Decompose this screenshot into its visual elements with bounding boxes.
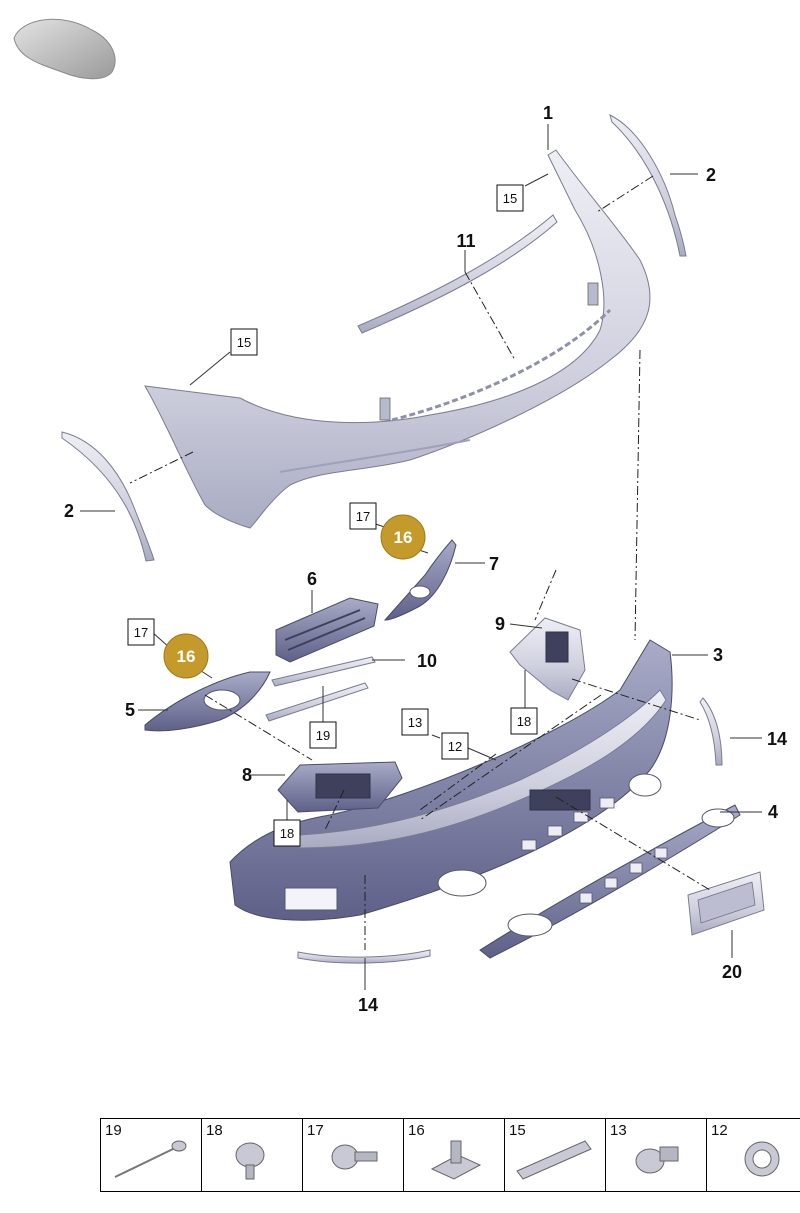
strip-19-part: [265, 682, 369, 722]
callout-2-right: 2: [706, 165, 716, 185]
legend-number: 19: [105, 1122, 122, 1139]
callout-20: 20: [722, 962, 742, 982]
lower-center-bracket-part: [277, 761, 403, 813]
upper-trim-strip-part: [357, 214, 558, 334]
legend-cell-15[interactable]: 15: [504, 1118, 606, 1192]
fastener-legend-table: 19 18 17 16: [100, 1118, 800, 1192]
callout-11: 11: [456, 231, 475, 251]
legend-number: 17: [307, 1122, 324, 1139]
callout-8: 8: [242, 765, 252, 785]
grille-bracket-left-part: [144, 671, 271, 732]
badge-16-lower: 16: [163, 633, 209, 679]
boxed-label-17-lower: 17: [127, 618, 155, 646]
svg-text:17: 17: [134, 625, 148, 640]
callout-14-right: 14: [767, 729, 787, 749]
boxed-label-12: 12: [441, 732, 469, 760]
lower-bumper-carrier-part: [229, 639, 673, 921]
callout-5: 5: [125, 700, 135, 720]
boxed-label-15-top: 15: [496, 184, 524, 212]
grille-bracket-right-part: [383, 539, 457, 621]
boxed-label-18-right: 18: [510, 707, 538, 735]
callout-10: 10: [417, 651, 437, 671]
callout-9: 9: [495, 614, 505, 634]
lower-trim-strip-part: [297, 949, 431, 964]
legend-number: 15: [509, 1122, 526, 1139]
boxed-label-17-upper: 17: [349, 502, 377, 530]
callout-2-left: 2: [64, 501, 74, 521]
trim-strip-10-part: [271, 656, 376, 687]
bumper-cover-part: [144, 149, 651, 529]
ring-icon: [744, 1141, 780, 1177]
air-duct-part: [275, 597, 379, 663]
badge-16-upper: 16: [380, 514, 426, 560]
callout-7: 7: [489, 554, 499, 574]
assembly-reference-lines: [129, 175, 711, 950]
legend-cell-18[interactable]: 18: [201, 1118, 303, 1192]
plastic-rivet-icon: [331, 1144, 378, 1170]
callout-3: 3: [713, 645, 723, 665]
side-trim-right-part: [699, 697, 723, 766]
legend-cell-16[interactable]: 16: [403, 1118, 505, 1192]
wheel-arch-trim-left-part: [61, 431, 155, 562]
clip-nut-icon: [430, 1140, 482, 1180]
callout-14-bottom: 14: [358, 995, 378, 1015]
svg-text:15: 15: [237, 335, 251, 350]
svg-text:13: 13: [408, 715, 422, 730]
svg-text:16: 16: [177, 647, 196, 666]
expanding-clip-icon: [235, 1142, 265, 1180]
leader-lines: [80, 124, 762, 990]
legend-number: 12: [711, 1122, 728, 1139]
svg-text:15: 15: [503, 191, 517, 206]
callout-1: 1: [543, 103, 553, 123]
adhesive-strip-icon: [516, 1140, 592, 1180]
svg-text:18: 18: [280, 826, 294, 841]
boxed-label-13: 13: [401, 708, 429, 736]
bracket-9-part: [509, 617, 586, 701]
legend-number: 16: [408, 1122, 425, 1139]
rivet-icon: [114, 1140, 187, 1178]
boxed-label-15-left: 15: [230, 328, 258, 356]
svg-text:18: 18: [517, 714, 531, 729]
legend-number: 18: [206, 1122, 223, 1139]
vehicle-thumbnail: [13, 18, 116, 80]
legend-cell-12[interactable]: 12: [706, 1118, 800, 1192]
legend-cell-17[interactable]: 17: [302, 1118, 404, 1192]
svg-text:12: 12: [448, 739, 462, 754]
legend-number: 13: [610, 1122, 627, 1139]
lower-grille-part: [479, 804, 741, 959]
boxed-label-19: 19: [309, 721, 337, 749]
legend-cell-13[interactable]: 13: [605, 1118, 707, 1192]
callout-4: 4: [768, 802, 778, 822]
svg-text:17: 17: [356, 509, 370, 524]
wheel-arch-trim-right-part: [609, 114, 687, 257]
license-plate-holder-part: [687, 871, 765, 936]
sensor-holder-icon: [635, 1146, 679, 1174]
svg-text:19: 19: [316, 728, 330, 743]
callout-6: 6: [307, 569, 317, 589]
boxed-label-18-center: 18: [273, 819, 301, 847]
svg-text:16: 16: [394, 528, 413, 547]
legend-cell-19[interactable]: 19: [100, 1118, 202, 1192]
